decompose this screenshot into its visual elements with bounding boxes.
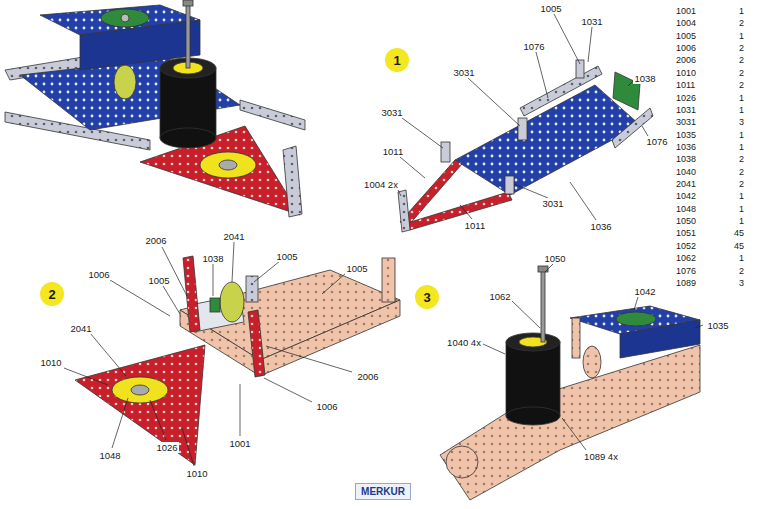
callout-number: 1010 (39, 357, 62, 368)
callout-number: 1005 (275, 251, 298, 262)
step-number: 3 (423, 290, 430, 305)
quantity-cell: 1 (739, 93, 744, 103)
quantity-cell: 45 (734, 228, 744, 238)
part-number-cell: 1035 (676, 130, 696, 140)
callout-number: 1031 (580, 16, 603, 27)
callout-number: 2006 (356, 371, 379, 382)
callout-number: 1026 (155, 442, 178, 453)
callout-number: 1006 (315, 401, 338, 412)
callout-number: 3031 (541, 198, 564, 209)
callout-number: 1005 (539, 3, 562, 14)
quantity-cell: 1 (739, 204, 744, 214)
quantity-cell: 2 (739, 80, 744, 90)
quantity-cell: 2 (739, 154, 744, 164)
part-number-cell: 2041 (676, 179, 696, 189)
callout-number: 1048 (98, 450, 121, 461)
callout-number: 1076 (645, 136, 668, 147)
callout-number: 1010 (185, 468, 208, 479)
callout-number: 1011 (382, 146, 404, 157)
callout-number: 1042 (633, 286, 656, 297)
callout-number: 1011 (464, 220, 486, 231)
part-number-cell: 1076 (676, 266, 696, 276)
part-number-cell: 1050 (676, 216, 696, 226)
quantity-cell: 2 (739, 55, 744, 65)
callout-number: 1089 4x (583, 451, 619, 462)
quantity-cell: 1 (739, 253, 744, 263)
part-number-cell: 1026 (676, 93, 696, 103)
brand-logo: MERKUR (355, 483, 411, 500)
quantity-cell: 1 (739, 216, 744, 226)
quantity-cell: 2 (739, 167, 744, 177)
part-number-cell: 1036 (676, 142, 696, 152)
quantity-cell: 2 (739, 18, 744, 28)
step-number-circle: 3 (415, 285, 439, 309)
callout-number: 3031 (380, 107, 403, 118)
callout-number: 1001 (228, 438, 251, 449)
quantity-cell: 2 (739, 179, 744, 189)
quantity-cell: 1 (739, 130, 744, 140)
brand-name: MERKUR (361, 486, 405, 497)
part-number-cell: 1062 (676, 253, 696, 263)
step-number-circle: 1 (385, 48, 409, 72)
part-number-cell: 1006 (676, 43, 696, 53)
callout-number: 3031 (452, 67, 475, 78)
quantity-cell: 1 (739, 142, 744, 152)
callout-number: 1076 (522, 41, 545, 52)
callout-number: 1038 (201, 253, 224, 264)
callout-number: 1006 (87, 269, 110, 280)
quantity-cell: 2 (739, 68, 744, 78)
part-number-cell: 1001 (676, 6, 696, 16)
part-number-cell: 1031 (676, 105, 696, 115)
callout-number: 1038 (633, 73, 656, 84)
callout-number: 2041 (69, 323, 92, 334)
quantity-cell: 1 (739, 6, 744, 16)
part-number-cell: 1042 (676, 191, 696, 201)
callout-number: 1050 (543, 253, 566, 264)
part-number-cell: 1040 (676, 167, 696, 177)
callout-number: 2006 (144, 235, 167, 246)
part-number-cell: 1011 (676, 80, 695, 90)
part-number-cell: 1005 (676, 31, 696, 41)
quantity-cell: 2 (739, 266, 744, 276)
quantity-cell: 3 (739, 117, 744, 127)
callout-number: 1004 2x (363, 179, 399, 190)
step-number: 1 (393, 53, 400, 68)
step-number-circle: 2 (40, 282, 64, 306)
callout-number: 1040 4x (446, 337, 482, 348)
callout-number: 1062 (488, 291, 511, 302)
quantity-cell: 45 (734, 241, 744, 251)
quantity-cell: 1 (739, 105, 744, 115)
callout-number: 1005 (147, 275, 170, 286)
part-number-cell: 3031 (676, 117, 696, 127)
part-number-cell: 1048 (676, 204, 696, 214)
part-number-cell: 1004 (676, 18, 696, 28)
quantity-cell: 3 (739, 278, 744, 288)
quantity-cell: 2 (739, 43, 744, 53)
part-number-cell: 1052 (676, 241, 696, 251)
part-number-cell: 1010 (676, 68, 696, 78)
part-number-cell: 1038 (676, 154, 696, 164)
part-number-cell: 1051 (676, 228, 696, 238)
callout-number: 2041 (222, 231, 245, 242)
callout-number: 1036 (589, 221, 612, 232)
step-number: 2 (48, 287, 55, 302)
callout-number: 1005 (345, 263, 368, 274)
part-number-cell: 1089 (676, 278, 696, 288)
part-number-cell: 2006 (676, 55, 696, 65)
quantity-cell: 1 (739, 31, 744, 41)
quantity-cell: 1 (739, 191, 744, 201)
callout-number: 1035 (706, 320, 729, 331)
